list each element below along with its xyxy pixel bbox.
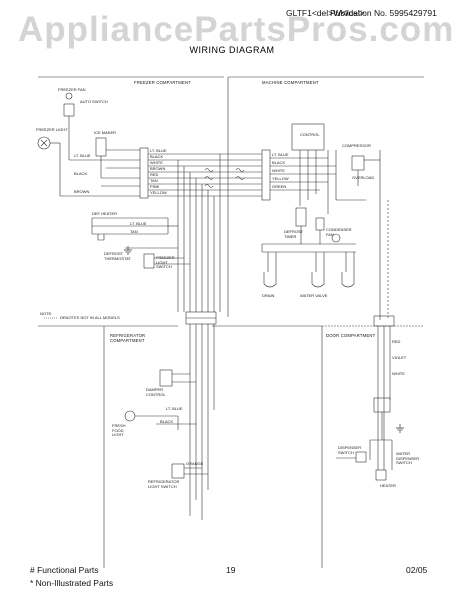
refrigerator-light-switch-symbol (171, 463, 208, 479)
fresh-food-light-label: FRESH FOOD LIGHT (112, 423, 126, 437)
wire-color-label: LT. BLUE (130, 221, 147, 226)
diagram-title: WIRING DIAGRAM (189, 45, 275, 55)
wire-color-label: LT. BLUE (166, 406, 183, 411)
non-illustrated-parts-note: * Non-Illustrated Parts (30, 578, 114, 588)
control-box (291, 123, 325, 206)
wire-color-label: WHITE (272, 168, 285, 173)
functional-parts-note: # Functional Parts (30, 565, 99, 575)
wire-color-label: BLACK (160, 419, 174, 424)
water-dispenser-switch-label: WATER DISPENSER SWITCH (396, 451, 420, 465)
wire-color-label: ORANGE (186, 461, 204, 466)
heater-label: HEATER (380, 483, 396, 488)
wire-color-label: BROWN (74, 189, 90, 194)
freezer-light (37, 136, 140, 197)
wire-color-label: WHITE (392, 371, 405, 376)
defrost-heater (91, 217, 178, 241)
door-compartment-label: DOOR COMPARTMENT (326, 333, 376, 338)
wire-color-label: TAN (150, 178, 158, 183)
wire-color-label: LT. BLUE (272, 152, 289, 157)
wire-color-label: YELLOW (150, 190, 167, 195)
def-heater-label: DEF HEATER (92, 211, 118, 216)
drain-label: DRAIN (262, 293, 275, 298)
wire-color-label: YELLOW (272, 176, 289, 181)
dispenser-switch-label: DISPENSER SWITCH (338, 445, 362, 455)
wire-color-label: LT. BLUE (150, 148, 167, 153)
defrost-timer-label: DEFROST TIMER (284, 229, 304, 239)
ice-maker (95, 137, 140, 187)
freezer-compartment-label: FREEZER COMPARTMENT (134, 80, 191, 85)
freezer-light-label: FREEZER LIGHT (36, 127, 68, 132)
control-label: CONTROL (300, 132, 320, 137)
refrigerator-harness (189, 324, 215, 520)
freezer-fan-assembly (63, 92, 140, 161)
refrigerator-compartment-label: REFRIGERATOR COMPARTMENT (110, 333, 146, 343)
wire-color-label: BROWN (150, 166, 166, 171)
wire-color-label: VIOLET (392, 355, 407, 360)
compressor (351, 155, 380, 186)
compartment-borders (38, 76, 424, 568)
wire-color-label: WHITE (150, 160, 163, 165)
auto-switch-label: AUTO SWITCH (80, 99, 108, 104)
wire-color-label: GREEN (272, 184, 287, 189)
valve-symbols (263, 272, 355, 288)
ground-symbols (124, 246, 404, 433)
model-number: GLTF1<del>W</del> (286, 8, 365, 18)
freezer-light-switch (125, 247, 190, 269)
machine-wires (270, 150, 366, 214)
water-valve-label: WATER VALVE (300, 293, 328, 298)
compressor-label: COMPRESSOR (342, 143, 371, 148)
ground-note-label: DENOTES NOT IN ALL MODELS (60, 315, 120, 320)
door-connector (373, 315, 395, 327)
condenser-fan (331, 233, 341, 243)
main-harness (148, 153, 262, 197)
vertical-harness (177, 154, 221, 312)
coil-marks (204, 168, 245, 188)
defrost-thermostat-label: DEFROST THERMOSTAT (104, 251, 131, 261)
damper-control (159, 369, 196, 387)
freezer-fan-label: FREEZER FAN (58, 87, 86, 92)
note-label: NOTE: (40, 311, 53, 316)
watermark: AppliancePartsPros.com (18, 10, 455, 49)
publication-number: Publication No. 5995429791 (330, 8, 437, 18)
condenser-fan-label: CONDENSER FAN (326, 227, 352, 237)
wire-color-label: BLACK (150, 154, 164, 159)
wire-color-label: RED (392, 339, 401, 344)
wire-color-label: RED (150, 172, 159, 177)
wire-color-label: BLACK (74, 171, 88, 176)
wire-color-label: TAN (130, 229, 138, 234)
freezer-connector (139, 147, 149, 199)
wire-color-label: BLACK (272, 160, 286, 165)
revision-date: 02/05 (406, 565, 428, 575)
fresh-food-light-symbol (124, 410, 196, 430)
wire-color-label: PINK (150, 184, 160, 189)
machine-connector (261, 149, 271, 201)
machine-distribution (261, 243, 356, 272)
refrigerator-light-switch-label: REFRIGERATOR LIGHT SWITCH (148, 479, 180, 489)
door-harness (369, 326, 393, 470)
ice-maker-label: ICE MAKER (94, 130, 117, 135)
freezer-light-switch-label: FREEZER LIGHT SWITCH (156, 255, 175, 269)
wire-color-label: LT. BLUE (74, 153, 91, 158)
damper-control-label: DAMPER CONTROL (146, 387, 166, 397)
door-switch-symbols (336, 451, 387, 481)
page-number: 19 (226, 565, 236, 575)
machine-compartment-label: MACHINE COMPARTMENT (262, 80, 319, 85)
overload-label: OVERLOAD (352, 175, 375, 180)
defrost-timer (295, 207, 325, 244)
